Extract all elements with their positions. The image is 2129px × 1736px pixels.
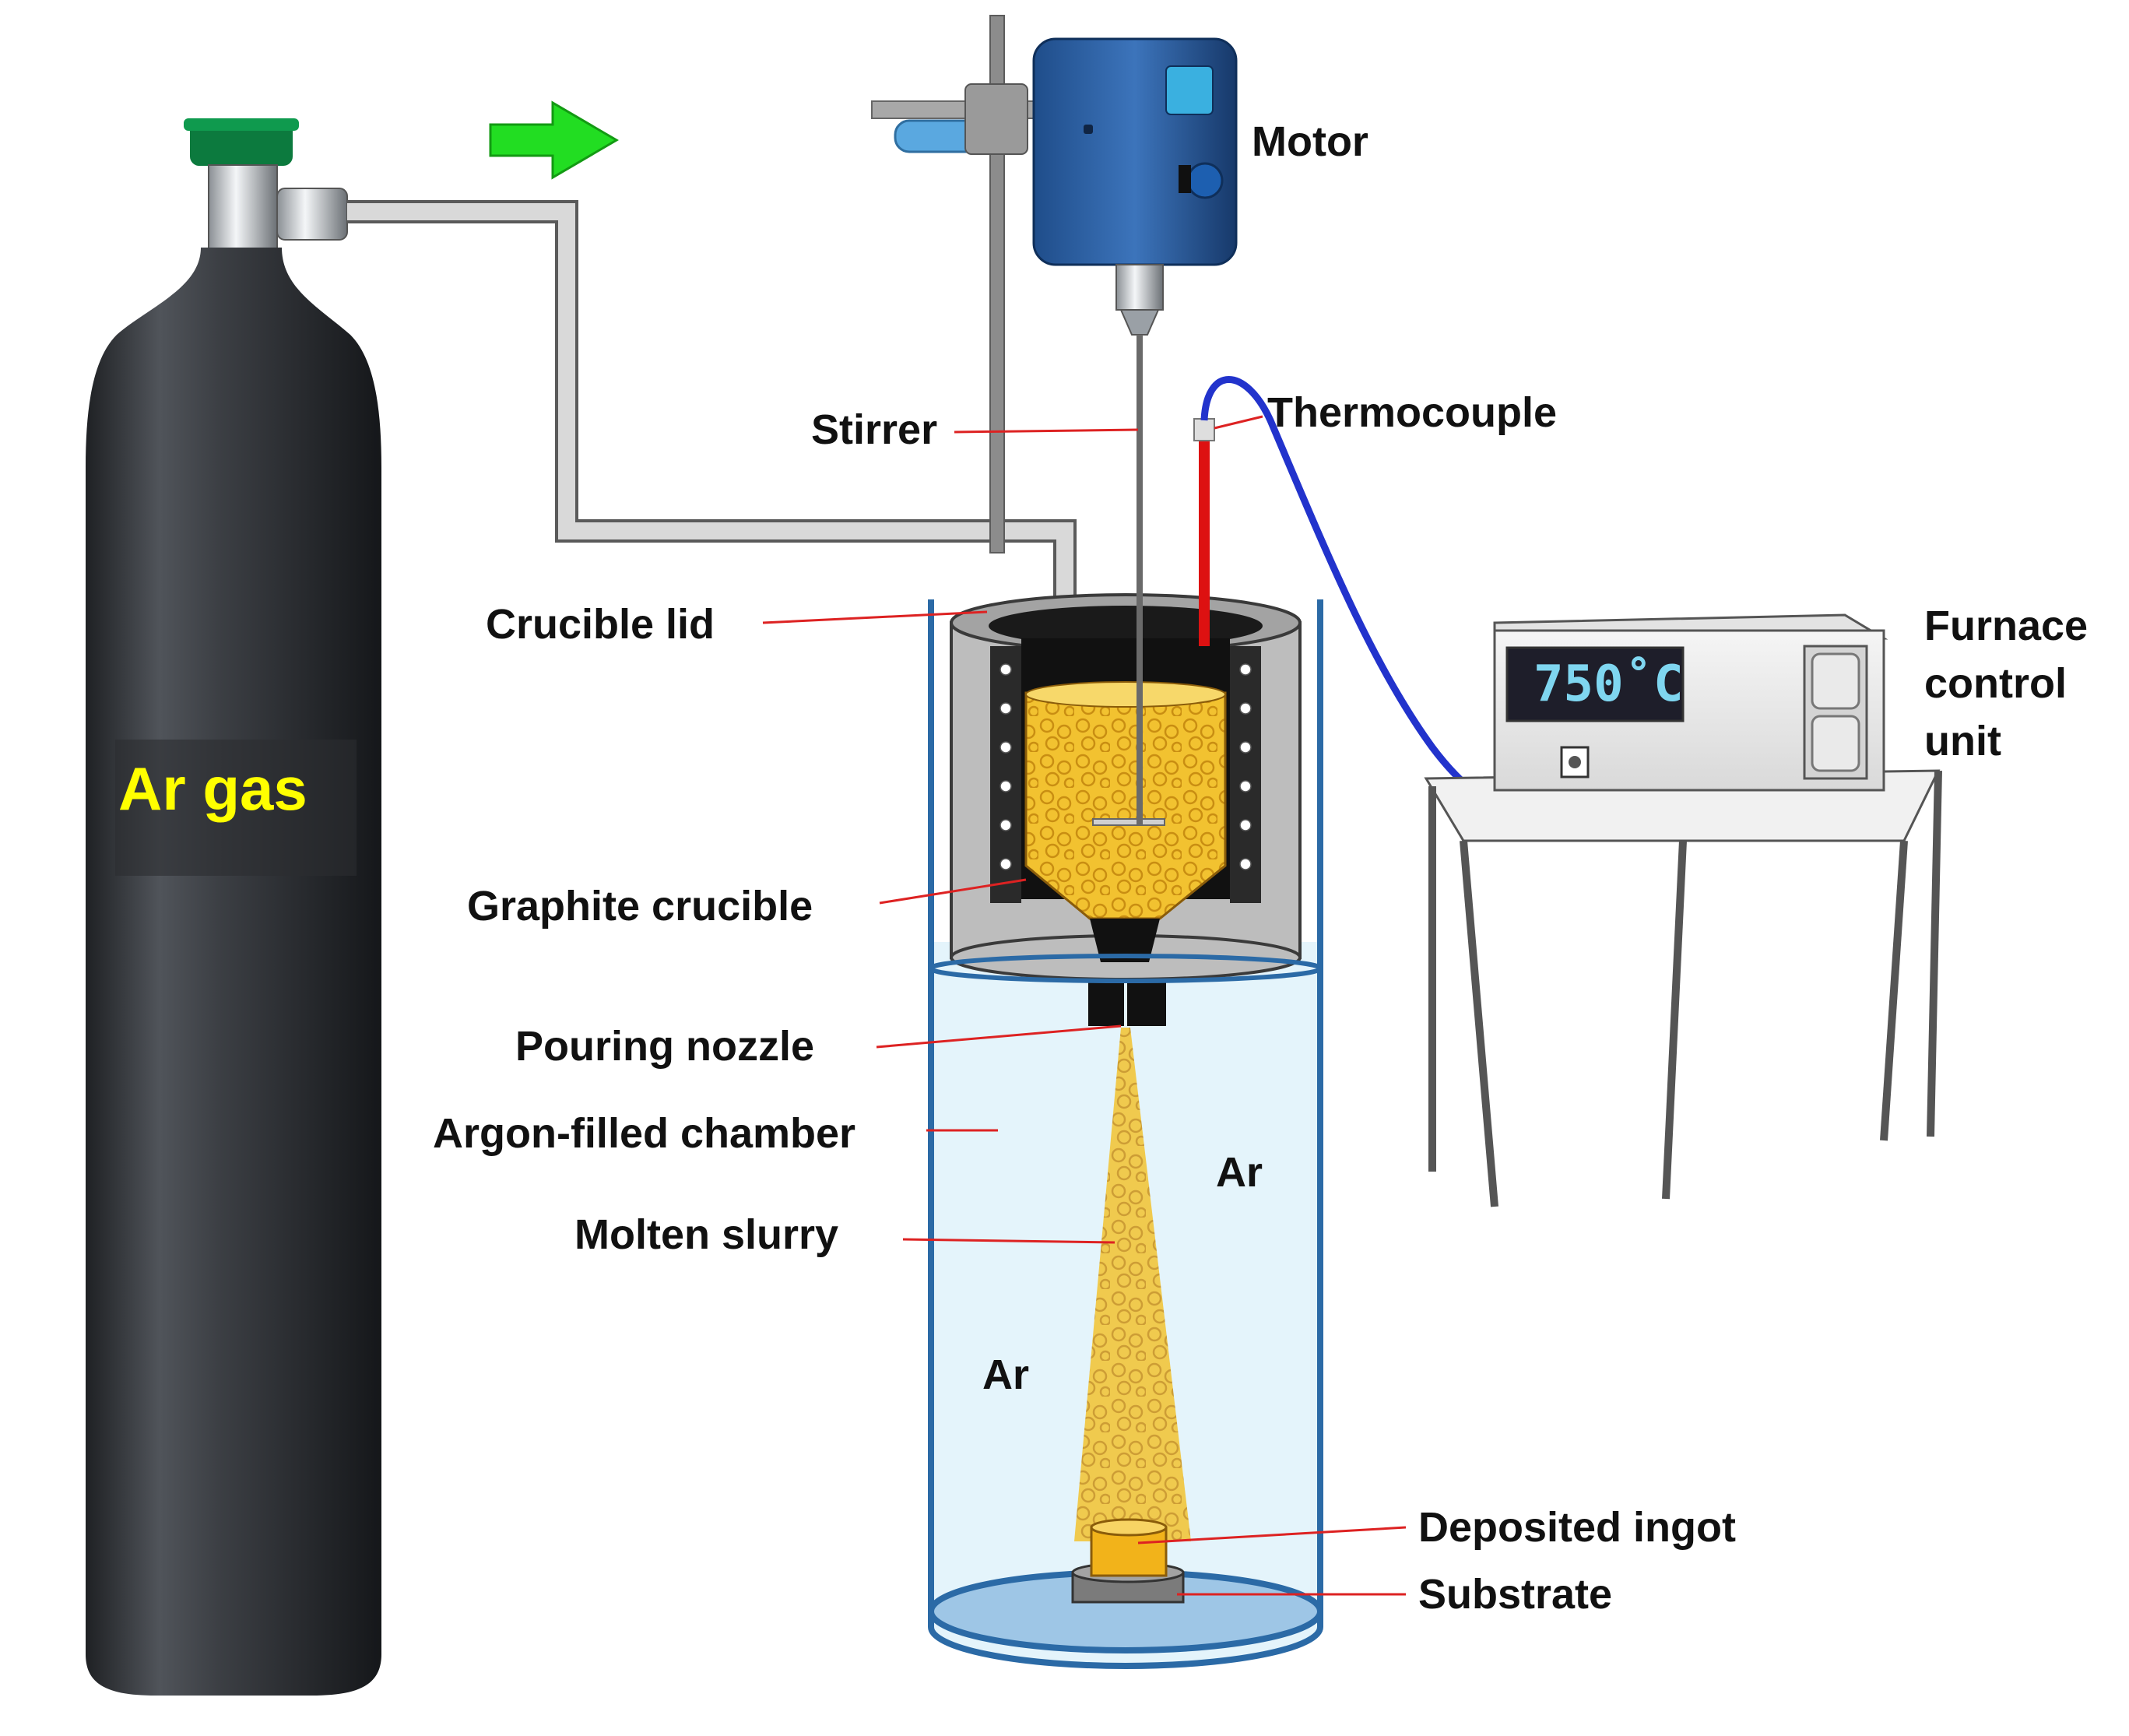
stirrer-motor xyxy=(1032,37,1238,336)
leader-lines xyxy=(762,415,1407,1596)
label-furnace-line1: Furnace xyxy=(1924,603,2088,649)
valve-outlet xyxy=(276,188,348,241)
retort-stand xyxy=(871,15,1052,553)
label-molten-slurry: Molten slurry xyxy=(574,1211,838,1258)
deposited-ingot xyxy=(1090,1518,1168,1577)
label-deposited-ingot: Deposited ingot xyxy=(1418,1504,1736,1551)
label-substrate: Substrate xyxy=(1418,1571,1612,1618)
motor-display xyxy=(1165,65,1214,115)
control-button-bottom xyxy=(1811,715,1860,772)
label-furnace-line2: control xyxy=(1924,660,2067,707)
argon-gas-line xyxy=(347,200,1077,648)
label-stirrer: Stirrer xyxy=(811,406,937,453)
furnace-control-unit: 750˚C xyxy=(1493,613,1888,792)
label-ar-lower: Ar xyxy=(982,1351,1029,1398)
crucible-lid xyxy=(989,606,1263,646)
valve-cap xyxy=(190,121,293,166)
gas-flow-arrow-icon xyxy=(489,100,619,180)
label-furnace-line3: unit xyxy=(1924,718,2001,764)
temperature-readout: 750˚C xyxy=(1534,655,1684,713)
thermocouple-probe xyxy=(1199,436,1210,646)
label-ar-upper: Ar xyxy=(1216,1149,1263,1196)
argon-gas-cylinder: Ar gas xyxy=(86,118,381,1696)
label-argon-filled-chamber: Argon-filled chamber xyxy=(433,1110,855,1157)
label-motor: Motor xyxy=(1252,118,1368,165)
temperature-display xyxy=(1505,646,1685,722)
motor-chuck xyxy=(1115,264,1164,311)
control-button-top xyxy=(1811,652,1860,710)
cylinder-label: Ar gas xyxy=(118,754,307,823)
label-thermocouple: Thermocouple xyxy=(1267,389,1557,436)
cylinder-body xyxy=(86,248,381,1696)
graphite-crucible xyxy=(1024,691,1227,920)
label-pouring-nozzle: Pouring nozzle xyxy=(515,1023,814,1070)
furnace-table xyxy=(1424,769,1942,1207)
furnace-body xyxy=(929,593,1323,1026)
pouring-nozzle xyxy=(1090,919,1160,962)
molten-slurry-spray xyxy=(1074,1028,1191,1541)
label-crucible-lid: Crucible lid xyxy=(486,601,715,648)
control-knob-icon xyxy=(1186,162,1224,199)
label-graphite-crucible: Graphite crucible xyxy=(467,883,813,929)
cylinder-valve xyxy=(208,164,278,253)
